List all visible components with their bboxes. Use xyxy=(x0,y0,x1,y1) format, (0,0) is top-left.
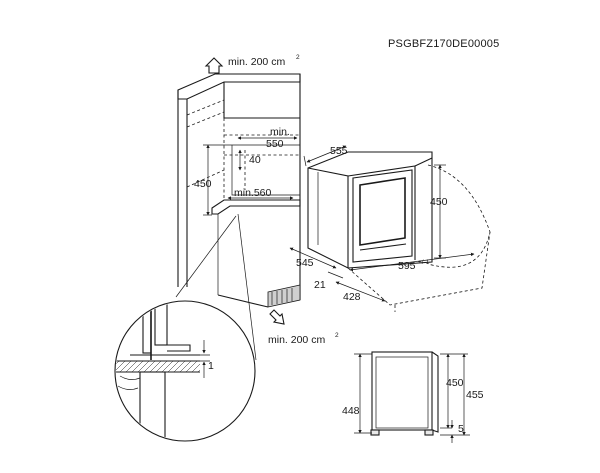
document-code: PSGBFZ170DE00005 xyxy=(388,38,499,50)
top-vent-label: min. 200 cm xyxy=(228,56,285,68)
niche-width-min560: min.560 xyxy=(234,187,272,199)
niche-gap-40: 40 xyxy=(249,154,261,166)
appliance-height-450: 450 xyxy=(430,196,448,208)
niche-dimensions: min. 550 40 450 min.560 xyxy=(194,126,298,216)
front-height-450: 450 xyxy=(446,377,464,389)
detail-circle xyxy=(114,300,256,442)
top-vent-callout: min. 200 cm 2 xyxy=(204,54,300,74)
front-height-455: 455 xyxy=(466,389,484,401)
appliance-depth-428: 428 xyxy=(343,291,361,303)
appliance-depth-545: 545 xyxy=(296,257,314,269)
bottom-vent-sup: 2 xyxy=(335,332,339,339)
appliance-door-595: 595 xyxy=(398,260,416,272)
top-vent-sup: 2 xyxy=(296,54,300,61)
appliance-door-595-tolerance: +/-1 xyxy=(418,259,430,266)
detail-magnifier: 1 xyxy=(114,213,257,442)
front-view: 448 450 455 5 xyxy=(342,351,484,443)
niche-min-label: min. xyxy=(270,126,290,138)
appliance-view xyxy=(307,151,491,312)
detail-gap-1: 1 xyxy=(208,360,214,372)
bottom-vent-callout: min. 200 cm 2 xyxy=(268,309,339,346)
appliance-dimensions: 555 450 545 21 428 595 +/-1 xyxy=(289,145,475,303)
niche-height-450: 450 xyxy=(194,178,212,190)
front-foot-5: 5 xyxy=(458,423,464,435)
bottom-vent-label: min. 200 cm xyxy=(268,334,325,346)
tall-cabinet xyxy=(177,73,301,308)
appliance-width-555: 555 xyxy=(330,145,348,157)
niche-depth-550: 550 xyxy=(266,138,284,150)
appliance-frame-21: 21 xyxy=(314,279,326,291)
front-height-448: 448 xyxy=(342,405,360,417)
